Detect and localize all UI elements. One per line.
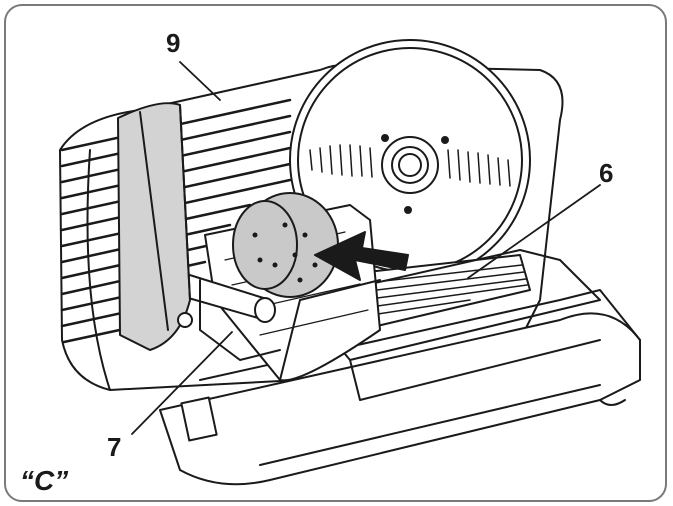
callout-7: 7: [107, 432, 122, 462]
safety-guard: [117, 102, 193, 351]
figure-label: “C”: [20, 465, 69, 496]
sliding-carriage-tray: [299, 249, 601, 401]
callout-9: 9: [166, 28, 181, 58]
slicer-base: [159, 289, 641, 486]
direction-arrow: [314, 231, 409, 281]
leader-lines: [131, 61, 601, 435]
callout-6: 6: [599, 158, 614, 188]
food-item: [232, 192, 339, 298]
